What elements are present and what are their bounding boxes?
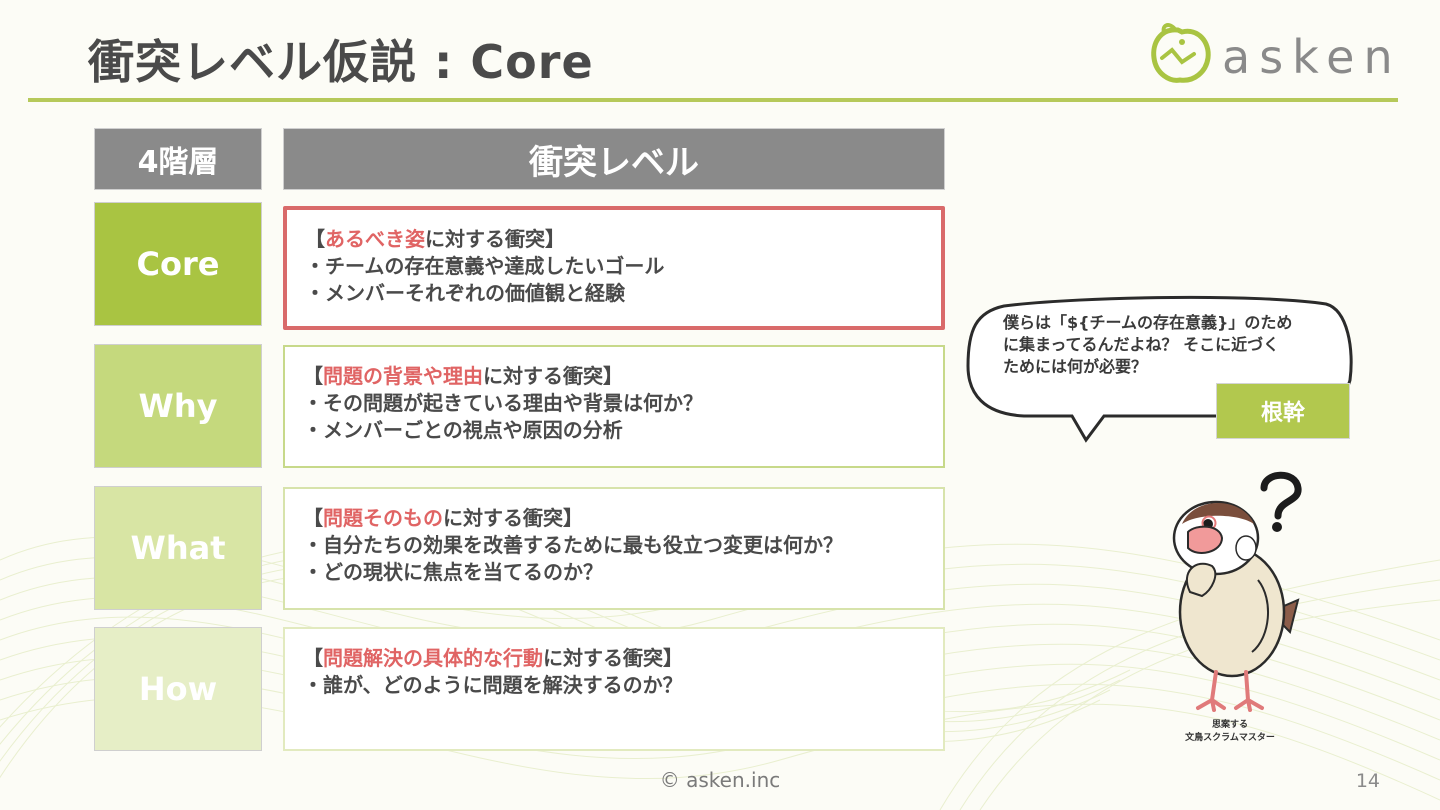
logo-wordmark: asken (1222, 30, 1402, 84)
bubble-text: 僕らは「${チームの存在意義}」のため に集まってるんだよね？ そこに近づく た… (1003, 313, 1293, 376)
level-cell-what: What (94, 486, 262, 610)
desc-bullet: ・誰が、どのように問題を解決するのか？ (303, 673, 683, 697)
desc-heading: 【問題の背景や理由に対する衝突】 (303, 364, 623, 388)
desc-bullet: ・どの現状に焦点を当てるのか？ (303, 560, 603, 584)
desc-bullet: ・チームの存在意義や達成したいゴール (305, 254, 665, 278)
level-cell-core: Core (94, 202, 262, 326)
desc-cell-what: 【問題そのものに対する衝突】 ・自分たちの効果を改善するために最も役立つ変更は何… (283, 487, 945, 610)
title-divider (28, 98, 1398, 102)
level-cell-how: How (94, 627, 262, 751)
desc-heading: 【あるべき姿に対する衝突】 (305, 227, 565, 251)
desc-bullet: ・その問題が起きている理由や背景は何か？ (303, 391, 703, 415)
desc-bullet: ・メンバーそれぞれの価値観と経験 (305, 281, 625, 305)
header-conflict-level: 衝突レベル (283, 128, 945, 190)
thinking-bird-icon (1172, 471, 1302, 712)
desc-heading: 【問題解決の具体的な行動に対する衝突】 (303, 646, 683, 670)
level-cell-why: Why (94, 344, 262, 468)
apple-icon (1151, 23, 1211, 83)
character-name: 文鳥スクラムマスター (1185, 733, 1275, 743)
character-caption: 思案する (1211, 720, 1248, 730)
asken-logo (1151, 23, 1211, 83)
desc-cell-core: 【あるべき姿に対する衝突】 ・チームの存在意義や達成したいゴール ・メンバーそれ… (283, 206, 945, 330)
desc-bullet: ・メンバーごとの視点や原因の分析 (303, 418, 623, 442)
core-tag: 根幹 (1216, 383, 1350, 439)
slide-title: 衝突レベル仮説 : Core (88, 35, 594, 89)
desc-heading: 【問題そのものに対する衝突】 (303, 506, 583, 530)
desc-cell-why: 【問題の背景や理由に対する衝突】 ・その問題が起きている理由や背景は何か？ ・メ… (283, 345, 945, 468)
header-level: 4階層 (94, 128, 262, 190)
page-number: 14 (1355, 770, 1380, 792)
desc-bullet: ・自分たちの効果を改善するために最も役立つ変更は何か？ (303, 533, 843, 557)
desc-cell-how: 【問題解決の具体的な行動に対する衝突】 ・誰が、どのように問題を解決するのか？ (283, 627, 945, 751)
footer-copyright: © asken.inc (659, 768, 781, 792)
